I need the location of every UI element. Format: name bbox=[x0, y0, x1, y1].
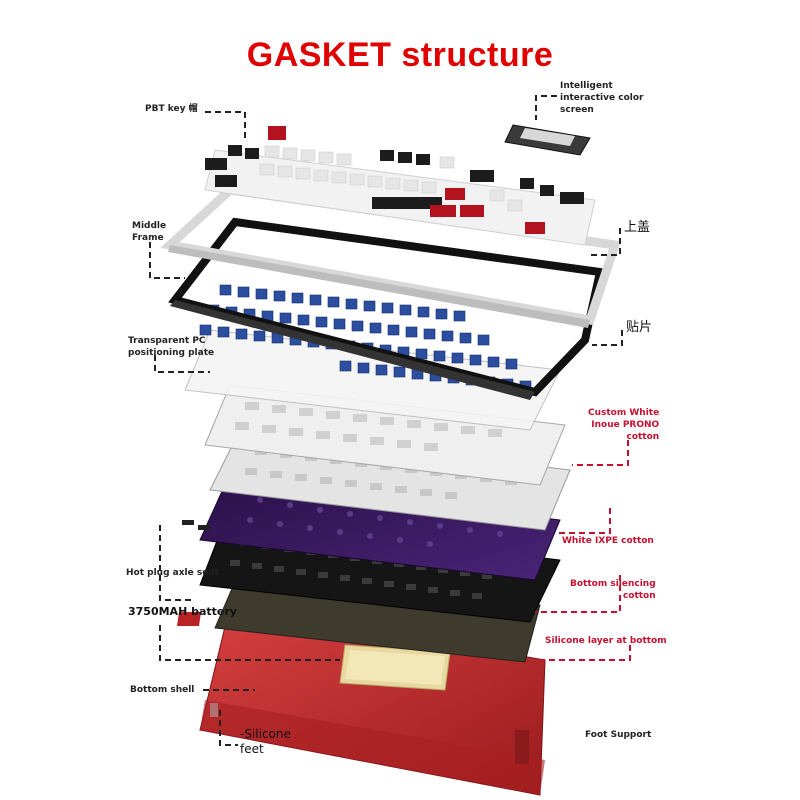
label-top-cover: 上盖 bbox=[624, 220, 651, 235]
label-bottom-silencing: Bottom silencing cotton bbox=[570, 579, 656, 601]
label-white-ixpe: White IXPE cotton bbox=[562, 536, 654, 546]
label-intelligent-screen: Intelligent interactive color screen bbox=[560, 81, 644, 115]
hot-plug-socket-piece bbox=[182, 520, 194, 525]
label-battery: 3750MAH battery bbox=[128, 605, 237, 618]
positioning-plate-upper bbox=[204, 384, 566, 486]
middle-frame-black bbox=[168, 217, 605, 400]
label-foot-support: Foot Support bbox=[585, 730, 652, 740]
label-middle-frame: Middle Frame bbox=[132, 221, 167, 243]
label-sticker: 贴片 bbox=[626, 320, 653, 335]
diagram-title: GASKET structure bbox=[246, 36, 554, 74]
label-silicone-layer: Silicone layer at bottom bbox=[545, 636, 667, 646]
label-transparent-pc: Transparent PC positioning plate bbox=[128, 336, 215, 358]
callout-lines bbox=[149, 95, 623, 746]
color-screen-module bbox=[504, 124, 591, 156]
label-pbt-key: PBT key 帽 bbox=[145, 104, 198, 114]
keycap-set bbox=[204, 126, 596, 246]
label-hot-plug: Hot plug axle seat bbox=[126, 568, 219, 578]
label-custom-white-cotton: Custom White Inoue PRONO cotton bbox=[588, 408, 660, 442]
label-silicone-feet: -Silicone feet bbox=[240, 727, 291, 756]
callout-lines-red bbox=[535, 440, 631, 661]
label-bottom-shell: Bottom shell bbox=[130, 685, 195, 695]
silicone-foot-piece bbox=[210, 703, 218, 717]
battery-layer bbox=[339, 644, 451, 691]
